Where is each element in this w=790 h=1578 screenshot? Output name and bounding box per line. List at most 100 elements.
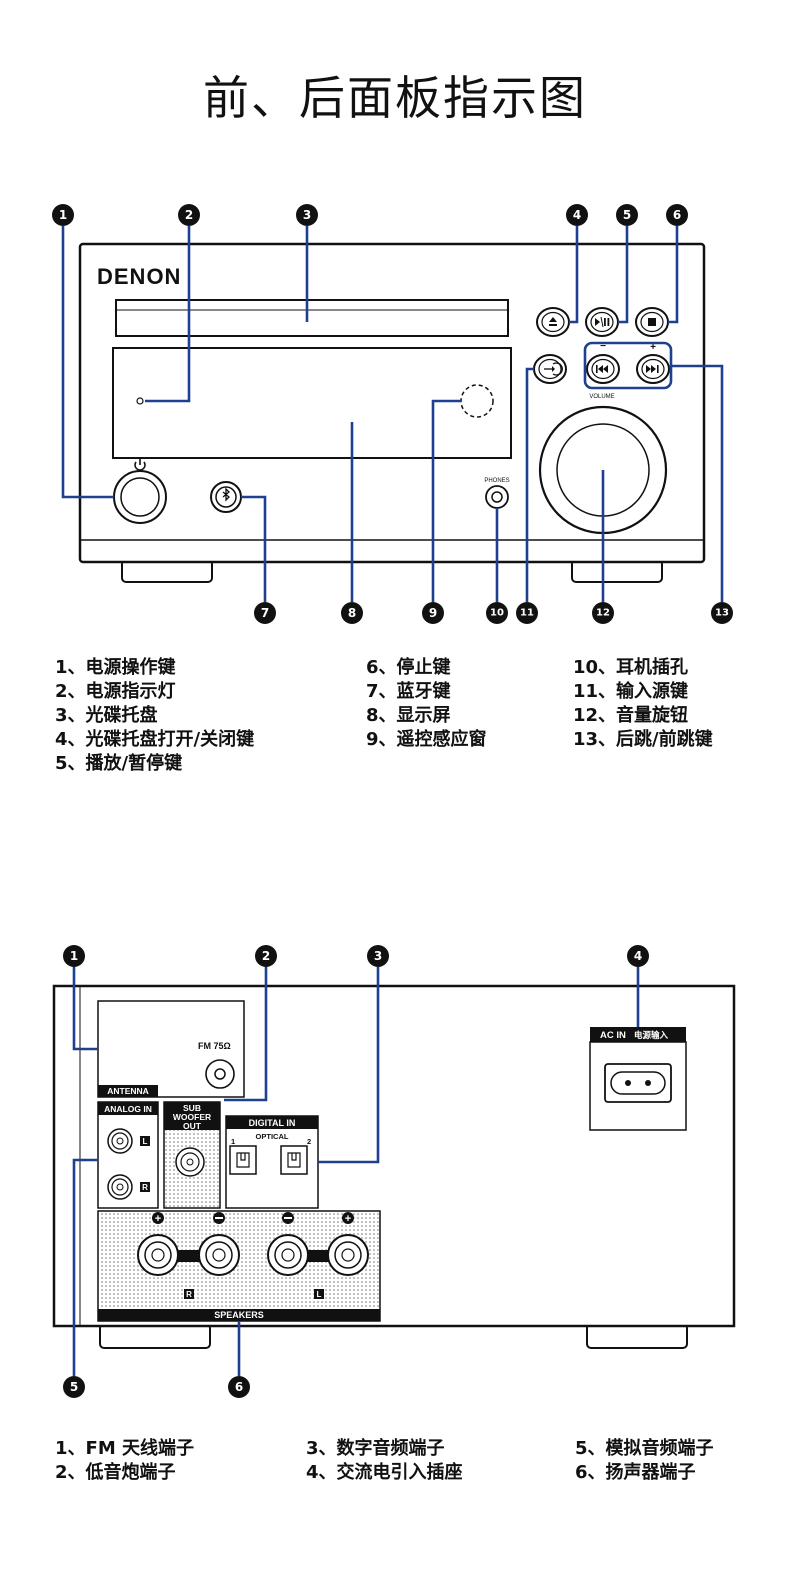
- svg-text:+: +: [650, 342, 656, 353]
- svg-text:3: 3: [303, 208, 311, 222]
- optical-in-2-port[interactable]: [280, 1145, 308, 1175]
- front-legend-col3: 10、耳机插孔 11、输入源键 12、音量旋钮 13、后跳/前跳键: [573, 656, 713, 752]
- legend-item: 2、电源指示灯: [55, 681, 176, 702]
- headphone-jack[interactable]: [485, 485, 509, 509]
- ac-inlet[interactable]: [604, 1063, 672, 1103]
- front-badge-13: 13: [711, 602, 733, 624]
- legend-item: 7、蓝牙键: [366, 681, 451, 702]
- svg-text:13: 13: [715, 608, 729, 619]
- front-panel: DENON PHONES: [52, 204, 733, 624]
- analog-r-mark: R: [142, 1183, 148, 1192]
- optical-2-label: 2: [307, 1137, 311, 1146]
- legend-item: 2、低音炮端子: [55, 1462, 176, 1483]
- page-title: 前、后面板指示图: [203, 71, 587, 125]
- disc-tray[interactable]: [115, 299, 509, 337]
- front-foot-left: [121, 559, 213, 583]
- rear-badge-2: 2: [255, 945, 277, 967]
- svg-text:4: 4: [573, 208, 581, 222]
- front-badge-9: 9: [422, 602, 444, 624]
- skip-forward-icon: [646, 365, 659, 373]
- analog-in-r-jack[interactable]: [107, 1174, 133, 1200]
- front-badge-2: 2: [178, 204, 200, 226]
- bluetooth-icon: [222, 487, 230, 502]
- legend-item: 1、FM 天线端子: [55, 1438, 194, 1459]
- rear-legend-col2: 3、数字音频端子 4、交流电引入插座: [306, 1437, 463, 1485]
- sub-label-3: OUT: [183, 1121, 202, 1131]
- rear-legend-col1: 1、FM 天线端子 2、低音炮端子: [55, 1437, 194, 1485]
- front-legend-col2: 6、停止键 7、蓝牙键 8、显示屏 9、遥控感应窗: [366, 656, 487, 752]
- front-badge-5: 5: [616, 204, 638, 226]
- front-badge-3: 3: [296, 204, 318, 226]
- legend-item: 5、播放/暂停键: [55, 753, 183, 774]
- power-button[interactable]: [113, 470, 167, 524]
- rear-foot-left: [99, 1323, 211, 1349]
- ac-in-cn-label: 电源输入: [634, 1030, 669, 1040]
- svg-text:12: 12: [596, 608, 610, 619]
- svg-text:6: 6: [235, 1380, 243, 1394]
- svg-text:−: −: [600, 341, 606, 352]
- svg-text:6: 6: [673, 208, 681, 222]
- front-badge-12: 12: [592, 602, 614, 624]
- svg-text:2: 2: [185, 208, 193, 222]
- front-badge-7: 7: [254, 602, 276, 624]
- svg-text:9: 9: [429, 606, 437, 620]
- optical-in-1-port[interactable]: [229, 1145, 257, 1175]
- subwoofer-out-jack[interactable]: [175, 1147, 205, 1177]
- power-indicator-light: [136, 397, 144, 405]
- front-badge-11: 11: [516, 602, 538, 624]
- antenna-label: ANTENNA: [107, 1086, 149, 1096]
- fm-label: FM 75Ω: [198, 1041, 231, 1051]
- svg-text:10: 10: [490, 608, 504, 619]
- svg-text:7: 7: [261, 606, 269, 620]
- sub-label-2: WOOFER: [173, 1112, 211, 1122]
- svg-text:4: 4: [634, 949, 642, 963]
- volume-label: VOLUME: [589, 394, 614, 400]
- play-pause-icon: [595, 316, 610, 328]
- svg-text:+: +: [345, 1213, 351, 1225]
- optical-1-label: 1: [231, 1137, 235, 1146]
- svg-text:+: +: [155, 1213, 161, 1225]
- optical-label: OPTICAL: [256, 1132, 289, 1141]
- legend-item: 12、音量旋钮: [573, 705, 689, 726]
- legend-item: 4、光碟托盘打开/关闭键: [55, 729, 255, 750]
- display-screen: [112, 347, 512, 459]
- front-badge-10: 10: [486, 602, 508, 624]
- legend-item: 10、耳机插孔: [573, 657, 689, 678]
- front-foot-right: [571, 559, 663, 583]
- front-badge-1: 1: [52, 204, 74, 226]
- svg-text:3: 3: [374, 949, 382, 963]
- rear-foot-right: [586, 1323, 688, 1349]
- eject-icon: [549, 317, 557, 326]
- speaker-l-plus-terminal[interactable]: +: [327, 1212, 369, 1276]
- legend-item: 8、显示屏: [366, 705, 451, 726]
- svg-text:11: 11: [520, 608, 534, 619]
- legend-item: 6、扬声器端子: [575, 1462, 696, 1483]
- sub-label-1: SUB: [183, 1103, 201, 1113]
- front-badge-8: 8: [341, 602, 363, 624]
- speaker-r-mark: R: [186, 1290, 192, 1299]
- stop-icon: [648, 318, 656, 326]
- speaker-r-plus-terminal[interactable]: +: [137, 1212, 179, 1276]
- front-badge-6: 6: [666, 204, 688, 226]
- speakers-label: SPEAKERS: [214, 1310, 264, 1320]
- speaker-r-minus-terminal[interactable]: [198, 1212, 240, 1276]
- svg-text:5: 5: [70, 1380, 78, 1394]
- svg-text:2: 2: [262, 949, 270, 963]
- power-icon: [134, 459, 146, 471]
- rear-badge-6: 6: [228, 1376, 250, 1398]
- fm-antenna-terminal[interactable]: [205, 1059, 235, 1089]
- svg-text:1: 1: [59, 208, 67, 222]
- speaker-l-mark: L: [317, 1290, 322, 1299]
- digital-in-label: DIGITAL IN: [249, 1118, 296, 1128]
- speaker-l-minus-terminal[interactable]: [267, 1212, 309, 1276]
- rear-legend-col3: 5、模拟音频端子 6、扬声器端子: [575, 1437, 714, 1485]
- legend-item: 11、输入源键: [573, 681, 689, 702]
- rear-badge-5: 5: [63, 1376, 85, 1398]
- input-source-icon: [544, 362, 563, 376]
- front-leader-lines: [61, 226, 724, 602]
- front-badge-4: 4: [566, 204, 588, 226]
- rear-leader-lines: [72, 966, 640, 1376]
- svg-text:5: 5: [623, 208, 631, 222]
- analog-in-l-jack[interactable]: [107, 1128, 133, 1154]
